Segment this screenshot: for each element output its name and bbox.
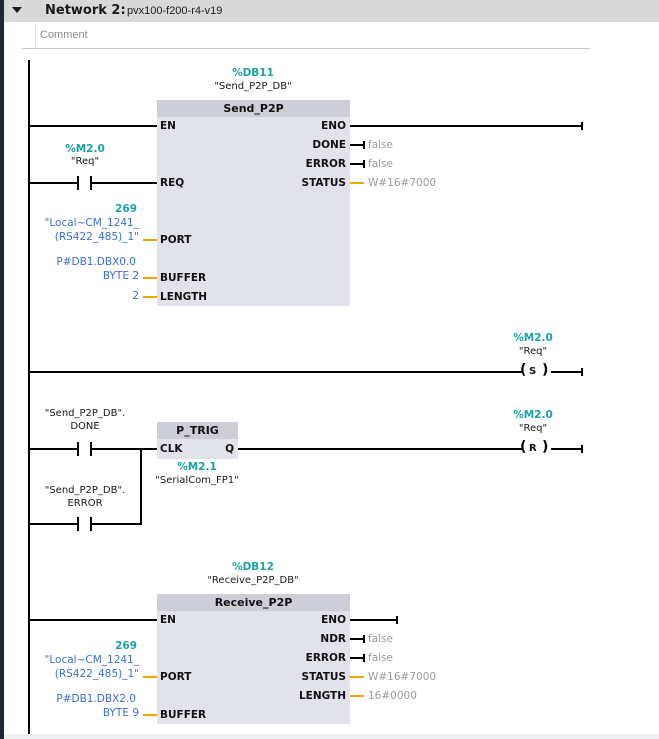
pin-status: STATUS	[301, 177, 346, 189]
reset-coil-symbol[interactable]: "Req"	[518, 423, 548, 434]
set-coil-address[interactable]: %M2.0	[513, 332, 553, 344]
receive-p2p-block[interactable]: Receive_P2P EN PORT BUFFER ENO NDR ERROR…	[157, 594, 350, 724]
recv-pin-error: ERROR	[305, 652, 346, 664]
coil-right-paren: )	[542, 439, 549, 455]
pin-done: DONE	[312, 139, 346, 151]
send-instance-address[interactable]: %DB11	[232, 67, 274, 79]
pin-clk: CLK	[160, 443, 183, 455]
buffer-value-line1[interactable]: P#DB1.DBX0.0	[56, 256, 136, 268]
error-contact-symbol-line1[interactable]: "Send_P2P_DB".	[44, 485, 126, 496]
port-value-line1[interactable]: "Local~CM_1241_	[44, 217, 139, 229]
network-label: Network 2:	[45, 3, 126, 18]
pin-port: PORT	[160, 234, 192, 246]
triangle-down-icon[interactable]	[12, 7, 22, 13]
done-value: false	[368, 139, 393, 151]
pin-req: REQ	[160, 177, 185, 189]
status-value: W#16#7000	[368, 177, 437, 189]
done-contact-symbol-line1[interactable]: "Send_P2P_DB".	[44, 408, 126, 419]
network-comment-field[interactable]: Comment	[35, 25, 590, 47]
reset-coil-address[interactable]: %M2.0	[513, 409, 553, 421]
receive-instance-symbol[interactable]: "Receive_P2P_DB"	[207, 575, 299, 586]
length-value[interactable]: 2	[132, 290, 139, 302]
reset-coil-letter: R	[529, 443, 537, 454]
recv-pin-length: LENGTH	[298, 690, 346, 702]
recv-pin-port: PORT	[160, 671, 192, 683]
recv-pin-buffer: BUFFER	[160, 709, 207, 721]
req-contact-symbol[interactable]: "Req"	[70, 156, 100, 167]
coil-right-paren: )	[542, 362, 549, 378]
network-bottom-border	[4, 734, 659, 739]
send-p2p-title: Send_P2P	[157, 100, 350, 117]
p-trig-memory-symbol[interactable]: "SerialCom_FP1"	[155, 475, 239, 486]
set-coil-letter: S	[529, 366, 537, 377]
recv-pin-en: EN	[160, 614, 176, 626]
comment-divider	[22, 48, 590, 49]
pin-en: EN	[160, 120, 176, 132]
req-contact-address[interactable]: %M2.0	[65, 143, 105, 155]
set-coil-symbol[interactable]: "Req"	[518, 346, 548, 357]
coil-left-paren: (	[520, 362, 527, 378]
send-instance-symbol[interactable]: "Send_P2P_DB"	[214, 81, 292, 92]
coil-left-paren: (	[520, 439, 527, 455]
port-hw-id: 269	[115, 203, 137, 215]
buffer-value-line2[interactable]: BYTE 2	[102, 270, 139, 282]
recv-pin-status: STATUS	[301, 671, 346, 683]
done-contact-symbol-line2[interactable]: DONE	[70, 421, 100, 432]
recv-port-value-line2[interactable]: (RS422_485)_1"	[54, 668, 139, 680]
recv-port-value-line1[interactable]: "Local~CM_1241_	[44, 654, 139, 666]
ndr-value: false	[368, 633, 393, 645]
port-value-line2[interactable]: (RS422_485)_1"	[54, 231, 139, 243]
pin-q: Q	[225, 443, 234, 455]
p-trig-title: P_TRIG	[157, 422, 238, 439]
error-value: false	[368, 158, 393, 170]
reset-coil[interactable]: ( R )	[520, 439, 552, 458]
set-coil[interactable]: ( S )	[520, 362, 552, 381]
pin-error: ERROR	[305, 158, 346, 170]
p-trig-memory-address[interactable]: %M2.1	[177, 461, 217, 473]
network-header[interactable]: Network 2: pvx100-f200-r4-v19	[4, 0, 659, 22]
receive-p2p-title: Receive_P2P	[157, 594, 350, 611]
send-p2p-block[interactable]: Send_P2P EN REQ PORT BUFFER LENGTH ENO D…	[157, 100, 350, 306]
recv-error-value: false	[368, 652, 393, 664]
recv-pin-ndr: NDR	[320, 633, 346, 645]
pin-buffer: BUFFER	[160, 272, 207, 284]
error-contact-symbol-line2[interactable]: ERROR	[67, 498, 103, 509]
recv-length-value: 16#0000	[368, 690, 417, 702]
recv-status-value: W#16#7000	[368, 671, 437, 683]
recv-buffer-value-line2[interactable]: BYTE 9	[102, 707, 139, 719]
recv-pin-eno: ENO	[321, 614, 346, 626]
pin-eno: ENO	[321, 120, 346, 132]
window-edge	[0, 0, 4, 739]
pin-length: LENGTH	[160, 291, 208, 303]
recv-buffer-value-line1[interactable]: P#DB1.DBX2.0	[56, 693, 136, 705]
p-trig-block[interactable]: P_TRIG CLK Q	[157, 422, 238, 459]
receive-instance-address[interactable]: %DB12	[232, 561, 274, 573]
recv-port-hw-id: 269	[115, 640, 137, 652]
network-name[interactable]: pvx100-f200-r4-v19	[127, 5, 223, 17]
